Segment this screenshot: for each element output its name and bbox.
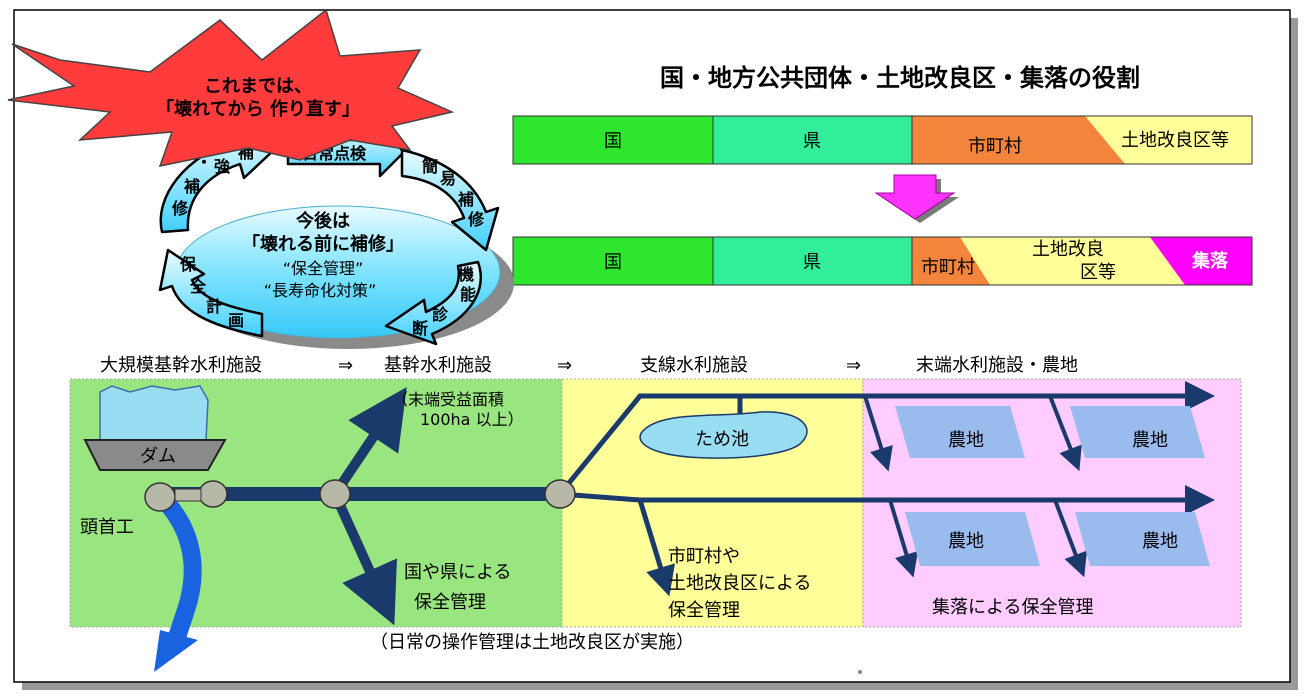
header-col4: 末端水利施設・農地 xyxy=(916,355,1078,376)
arrow-label-function-diagnosis-1: 機 xyxy=(458,265,474,284)
farmland-label-4: 農地 xyxy=(1142,531,1178,552)
bar2-village xyxy=(1150,237,1252,285)
farmland-parcels xyxy=(895,406,1210,566)
mgmt-national-1: 国や県による xyxy=(404,562,511,583)
mgmt-municipal-2: 土地改良区による xyxy=(668,573,811,594)
header-arrow3: ⇒ xyxy=(846,355,861,376)
diagram-title: 国・地方公共団体・土地改良区・集落の役割 xyxy=(660,64,1140,92)
bar1-prefecture xyxy=(712,115,913,165)
farmland-4 xyxy=(1075,512,1210,566)
bar2-label-national: 国 xyxy=(604,252,622,273)
farmland-label-1: 農地 xyxy=(948,430,984,451)
role-bar-after: 国 県 市町村 土地改良 区等 集落 xyxy=(512,236,1253,286)
mgmt-municipal-3: 保全管理 xyxy=(668,600,740,621)
area-note-2: 100ha 以上） xyxy=(420,410,524,429)
dam-label: ダム xyxy=(140,446,176,467)
arrow-label-simple-repair-4: 修 xyxy=(467,210,485,229)
bar1-municipal xyxy=(912,116,1125,164)
cycle-center-1: 今後は xyxy=(296,210,350,232)
bar1-label-national: 国 xyxy=(604,131,622,152)
farmland-label-2: 農地 xyxy=(1132,430,1168,451)
stray-dot xyxy=(858,670,862,674)
farmland-label-3: 農地 xyxy=(948,531,984,552)
junction-nodes xyxy=(144,479,576,512)
bar2-national xyxy=(512,236,714,286)
facility-header: 大規模基幹水利施設 ⇒ 基幹水利施設 ⇒ 支線水利施設 ⇒ 末端水利施設・農地 xyxy=(100,355,1078,376)
cycle-arrow-maintenance-plan: 保 全 計 画 xyxy=(158,248,264,338)
arrow-label-function-diagnosis-2: 能 xyxy=(460,285,476,304)
arrow-label-maintenance-plan-1: 保 xyxy=(179,255,197,274)
area-note-1: （末端受益面積 xyxy=(392,390,504,409)
burst-line2: 「壊れてから 作り直す」 xyxy=(156,98,360,120)
mgmt-village: 集落による保全管理 xyxy=(932,597,1093,618)
node-branch xyxy=(544,479,576,509)
bar1-label-prefecture: 県 xyxy=(803,131,821,152)
dam: ダム xyxy=(83,439,227,471)
headworks-label: 頭首工 xyxy=(80,517,134,538)
cycle-center-2: 「壊れる前に補修」 xyxy=(242,233,404,255)
header-col2: 基幹水利施設 xyxy=(384,355,492,376)
arrow-label-maintenance-plan-3: 計 xyxy=(206,297,222,316)
cycle-arrow-simple-repair: 簡 易 補 修 xyxy=(400,148,500,252)
arrow-label-repair-reinforce-4: 補 xyxy=(183,177,200,196)
bar2-label-municipal: 市町村 xyxy=(921,257,975,278)
burst-line1: これまでは、 xyxy=(204,76,312,97)
node-trunk xyxy=(319,479,351,509)
bar2-label-village: 集落 xyxy=(1191,250,1229,272)
headworks-gate xyxy=(174,488,202,502)
farmland-2 xyxy=(1070,406,1205,458)
bar1-outline xyxy=(911,115,1253,165)
bar2-municipal xyxy=(912,237,990,285)
burst-callout: これまでは、 「壊れてから 作り直す」 xyxy=(7,8,455,168)
arrow-label-maintenance-plan-4: 画 xyxy=(228,311,244,330)
arrow-label-function-diagnosis-3: 診 xyxy=(432,305,449,324)
pond: ため池 xyxy=(639,411,808,459)
farmland-1 xyxy=(895,406,1025,458)
header-arrow1: ⇒ xyxy=(338,355,353,376)
mgmt-municipal-1: 市町村や xyxy=(668,546,740,567)
arrow-label-simple-repair-3: 補 xyxy=(457,190,474,209)
arrow-label-repair-reinforce-5: 修 xyxy=(171,199,189,218)
bar2-label-land-improvement-1: 土地改良 xyxy=(1032,239,1104,260)
pond-label: ため池 xyxy=(695,429,749,450)
bar1-label-municipal: 市町村 xyxy=(968,136,1022,157)
burst-shape xyxy=(7,8,455,168)
mgmt-national-2: 保全管理 xyxy=(414,592,486,613)
arrow-label-function-diagnosis-4: 断 xyxy=(412,319,428,338)
cycle-center-3: “保全管理” xyxy=(283,259,364,278)
node-headworks xyxy=(144,482,176,512)
reservoir xyxy=(99,385,209,441)
header-col3: 支線水利施設 xyxy=(640,355,748,376)
node-intake xyxy=(198,480,228,508)
bar1-label-land-improvement: 土地改良区等 xyxy=(1121,130,1229,151)
arrow-label-maintenance-plan-2: 全 xyxy=(189,277,207,296)
transition-arrow xyxy=(874,174,959,223)
farmland-3 xyxy=(905,512,1040,566)
bar1-national xyxy=(512,115,714,165)
daily-operation-note: （日常の操作管理は土地改良区が実施） xyxy=(370,632,694,653)
bar2-outline xyxy=(911,236,1253,286)
header-arrow2: ⇒ xyxy=(557,355,572,376)
river xyxy=(154,491,202,672)
bar2-label-land-improvement-2: 区等 xyxy=(1080,262,1116,283)
role-bar-before: 国 県 市町村 土地改良区等 xyxy=(512,115,1253,165)
cycle-arrow-function-diagnosis: 機 能 診 断 xyxy=(384,260,482,346)
arrow-label-simple-repair-1: 簡 xyxy=(421,157,438,176)
bar2-prefecture xyxy=(712,236,913,286)
bar2-label-prefecture: 県 xyxy=(803,252,821,273)
arrow-label-repair-reinforce-2: 強 xyxy=(214,157,230,176)
arrow-label-simple-repair-2: 易 xyxy=(440,169,456,188)
header-col1: 大規模基幹水利施設 xyxy=(100,355,262,376)
cycle-center-4: “長寿命化対策” xyxy=(264,281,377,300)
